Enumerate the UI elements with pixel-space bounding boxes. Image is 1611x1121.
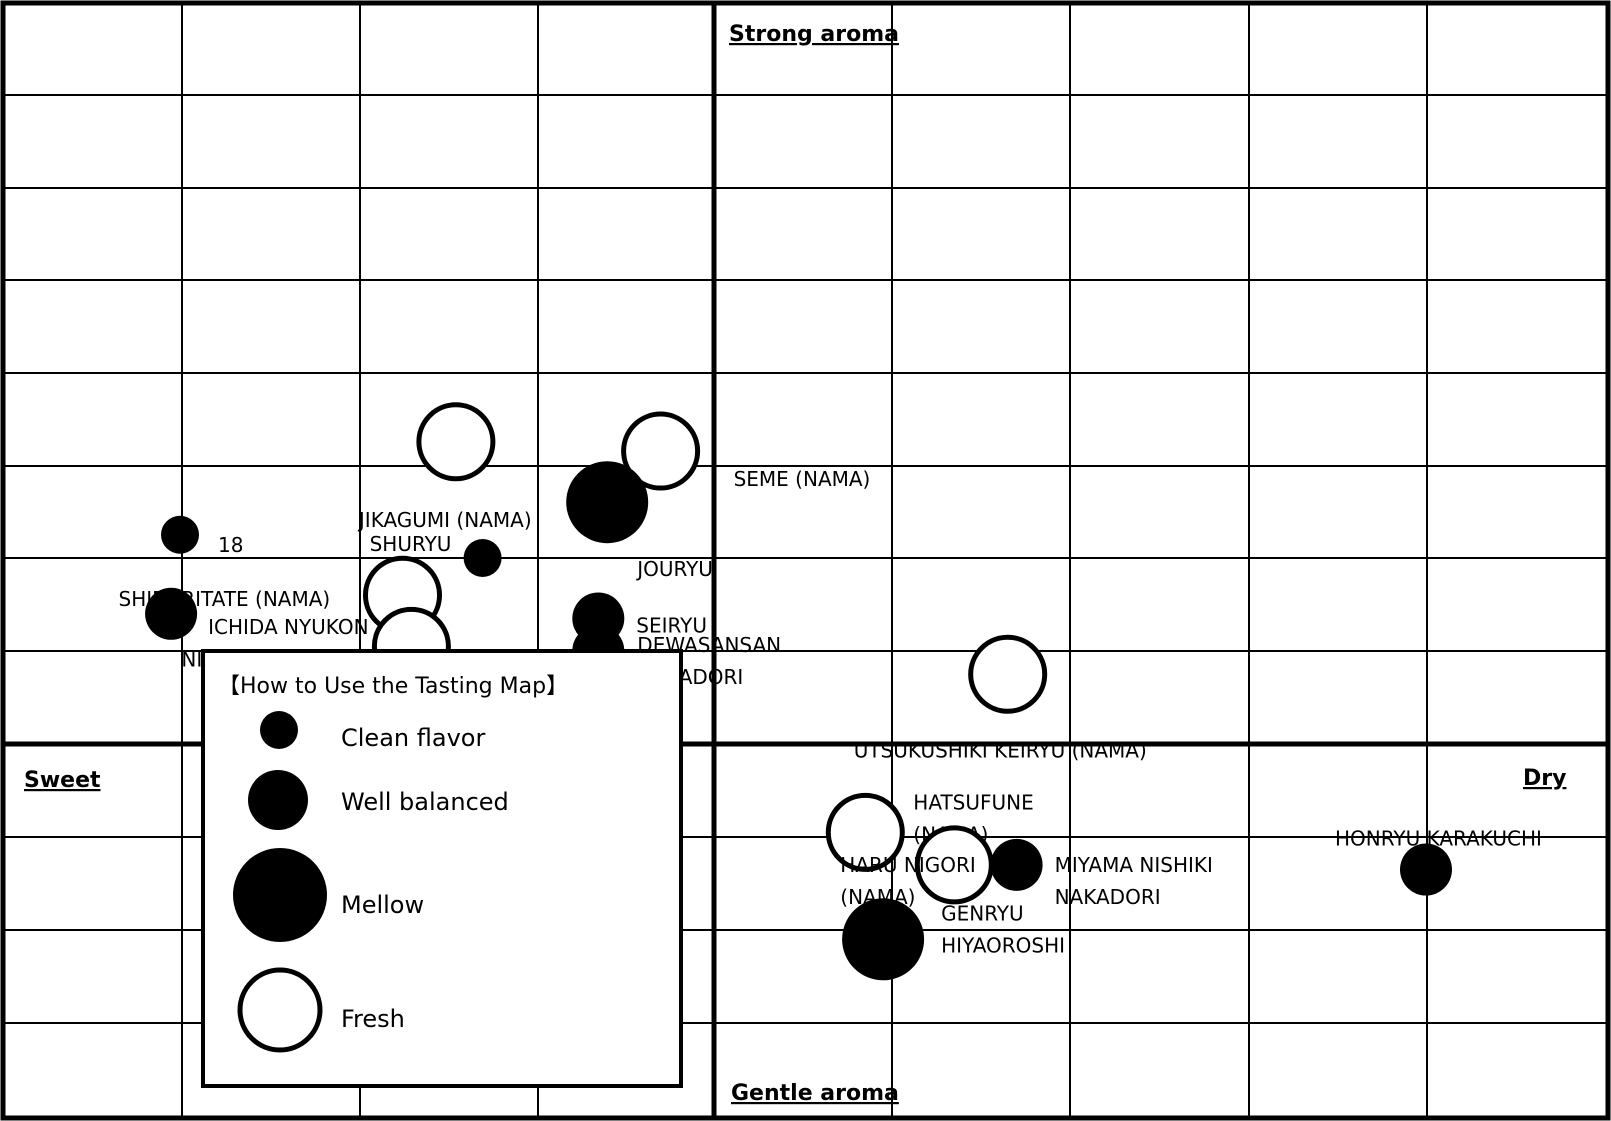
point-marker-fresh [621,411,701,491]
data-point: UTSUKUSHIKI KEIRYU (NAMA) [854,634,1147,762]
point-label: SEIRYU [636,613,707,637]
legend-label: Fresh [341,1005,405,1033]
legend-item-clean: Clean flavor [260,711,485,752]
point-marker-mellow [566,461,649,544]
point-marker-fresh [416,402,496,482]
point-marker-mellow [842,898,925,981]
legend-item-balanced: Well balanced [248,770,509,830]
legend-title: 【How to Use the Tasting Map】 [218,674,568,699]
point-label: 18 [218,533,243,557]
legend-item-fresh: Fresh [237,967,405,1053]
grid [3,3,1608,1118]
point-label: JOURYU [635,557,713,581]
data-point: SEME (NAMA) [621,411,871,491]
axis-label-left: Sweet [24,768,101,793]
legend-marker-clean [260,711,298,749]
point-label: ICHIDA NYUKON [208,615,368,639]
legend-marker-mellow [233,848,327,942]
point-marker-balanced [990,838,1043,891]
data-point: SHURYU [370,532,502,577]
legend-marker-fresh [237,967,323,1053]
data-point: JOURYU [566,461,713,581]
data-point: ICHIDA NYUKON [145,587,369,640]
axis-label-right: Dry [1523,766,1566,791]
point-marker-fresh [968,634,1048,714]
legend-label: Clean flavor [341,724,485,752]
data-point: JIKAGUMI (NAMA) [357,402,532,532]
legend-label: Mellow [341,891,424,919]
point-marker-clean [463,539,502,577]
axis-label-bottom: Gentle aroma [731,1081,899,1106]
legend-label: Well balanced [341,788,509,816]
legend-marker-balanced [248,770,308,830]
point-marker-fresh [825,792,905,872]
data-point: HONRYU KARAKUCHI [1335,827,1542,896]
point-label: SEME (NAMA) [734,467,871,491]
point-label: HONRYU KARAKUCHI [1335,827,1542,851]
point-label: UTSUKUSHIKI KEIRYU (NAMA) [854,738,1147,762]
legend-item-mellow: Mellow [233,848,424,942]
axis-label-top: Strong aroma [729,22,899,47]
legend: 【How to Use the Tasting Map】 Clean flavo… [201,649,683,1088]
point-marker-balanced [1400,843,1452,896]
point-label: SHURYU [370,532,452,556]
data-point: 18 [161,515,243,557]
point-label: JIKAGUMI (NAMA) [357,508,532,532]
point-marker-balanced [145,587,198,640]
point-marker-clean [161,515,199,554]
